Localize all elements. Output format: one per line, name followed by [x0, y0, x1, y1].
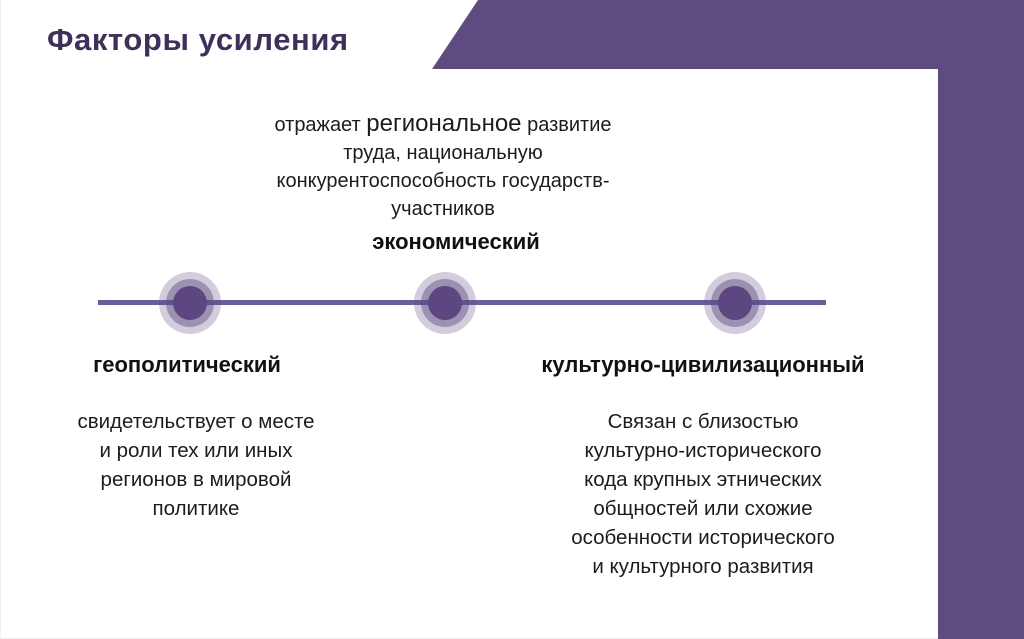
description-line: отражает региональное развитие [193, 110, 693, 139]
description-line: культурно-исторического [584, 439, 822, 462]
description-text: отражает [274, 114, 367, 136]
description-line: участников [391, 198, 495, 220]
description-emphasized-word: региональное [366, 110, 522, 137]
timeline-node-dot-geopolitical [159, 272, 221, 334]
geopolitical-description: свидетельствует о месте и роли тех или и… [36, 407, 356, 523]
timeline-node-dot-economic [414, 272, 476, 334]
description-line: особенности исторического [571, 526, 835, 549]
node-label-economic: экономический [372, 229, 540, 254]
description-line: кода крупных этнических [584, 468, 822, 491]
timeline-node-dot-cultural [704, 272, 766, 334]
description-line: труда, национальную [343, 142, 543, 164]
description-line: конкурентоспособность государств- [276, 170, 610, 192]
description-line: политике [152, 497, 240, 520]
description-line: свидетельствует о месте [77, 410, 315, 433]
description-line: и культурного развития [592, 555, 814, 578]
cultural-description: Связан с близостью культурно-историческо… [523, 407, 883, 581]
dot-core [718, 286, 752, 320]
economic-description: отражает региональное развитие труда, на… [193, 110, 693, 223]
node-label-geopolitical: геополитический [93, 352, 281, 377]
description-line: Связан с близостью [607, 410, 799, 433]
description-text: развитие [521, 114, 612, 136]
timeline-line [98, 300, 826, 305]
dot-core [428, 286, 462, 320]
description-line: общностей или схожие [593, 497, 813, 520]
node-label-cultural: культурно-цивилизационный [541, 352, 865, 377]
dot-core [173, 286, 207, 320]
description-line: и роли тех или иных [99, 439, 293, 462]
description-line: регионов в мировой [100, 468, 292, 491]
slide-title: Факторы усиления [47, 22, 349, 57]
